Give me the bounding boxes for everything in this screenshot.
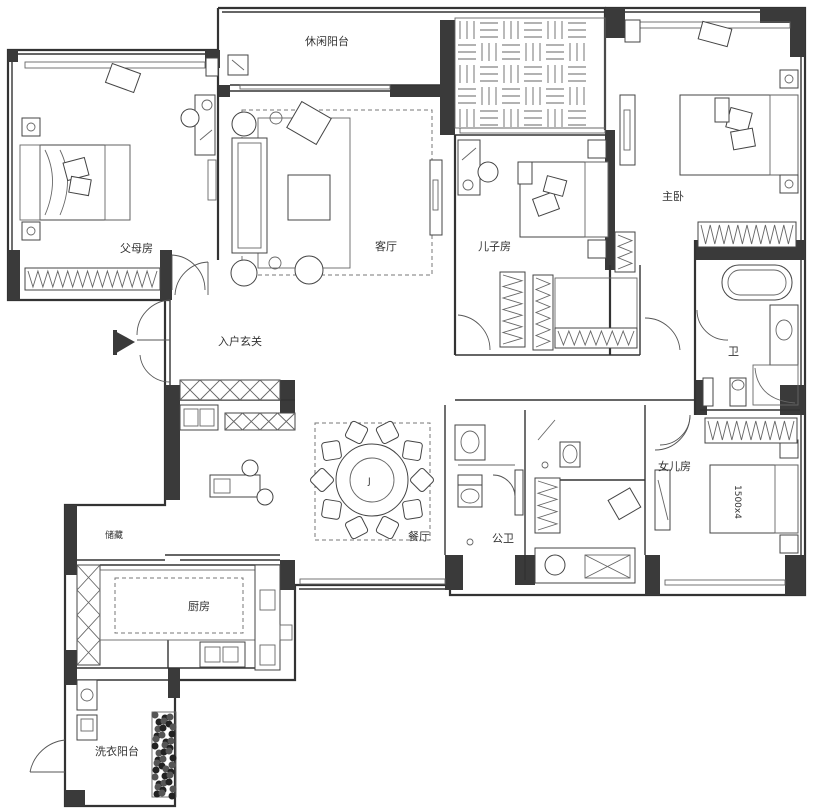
- entrance-arrow: [113, 330, 135, 355]
- kitchen-island: [209, 474, 261, 498]
- plant-leaf: [159, 755, 167, 763]
- master-bath: 卫: [696, 264, 799, 407]
- daughter-bed: [709, 464, 799, 534]
- kitchen: 厨房 储藏: [76, 529, 293, 671]
- middle-bath: [534, 414, 691, 584]
- label-storage: 储藏: [105, 529, 123, 541]
- plant-leaf: [169, 723, 177, 731]
- windows: [24, 21, 791, 586]
- label-leisure-balcony: 休闲阳台: [305, 34, 349, 48]
- label-kitchen: 厨房: [188, 600, 210, 613]
- entrance: 入户玄关: [113, 299, 262, 383]
- dining-chair: [402, 440, 423, 461]
- dining-chair: [375, 515, 400, 540]
- plant-leaf: [158, 789, 166, 797]
- label-daughter-room: 女儿房: [658, 459, 691, 473]
- daughter-bed-size: 1500x4: [732, 485, 742, 519]
- dining-chair: [321, 499, 342, 520]
- master-bedroom: 主卧: [619, 19, 799, 248]
- plant-leaf: [151, 742, 159, 750]
- plant-leaf: [165, 778, 173, 786]
- dining-chair: [410, 468, 434, 492]
- laundry-balcony: 洗衣阳台: [29, 679, 177, 800]
- dining-chair: [344, 515, 369, 540]
- label-living-room: 客厅: [375, 239, 397, 253]
- balcony-fixtures: [227, 54, 249, 76]
- plant-leaf: [152, 766, 160, 774]
- label-public-bath: 公卫: [492, 532, 514, 545]
- dining-chair: [375, 420, 400, 445]
- bathtub: [721, 264, 793, 301]
- label-master-bedroom: 主卧: [662, 190, 684, 203]
- label-master-bath: 卫: [728, 345, 739, 358]
- plant-leaf: [151, 773, 159, 781]
- plant-leaf: [152, 735, 160, 743]
- plant-leaf: [166, 771, 174, 779]
- label-laundry-balcony: 洗衣阳台: [95, 744, 139, 758]
- public-bath: 公卫: [454, 424, 524, 546]
- label-parents-room: 父母房: [120, 242, 153, 255]
- plant-leaf: [169, 785, 177, 793]
- dining-area: J 餐厅: [179, 379, 434, 543]
- plant-leaf: [168, 761, 176, 769]
- dining-chair: [310, 468, 334, 492]
- dining-chair: [321, 440, 342, 461]
- label-kids-room: 儿子房: [478, 240, 511, 253]
- parents-room: 父母房: [19, 57, 219, 291]
- dining-chair: [344, 420, 369, 445]
- plant-leaf: [165, 747, 173, 755]
- coffee-table: [287, 174, 331, 221]
- dining-table: [335, 443, 409, 517]
- daughter-room: 1500x4 女儿房: [654, 414, 799, 554]
- label-entrance-hall: 入户玄关: [218, 334, 262, 348]
- label-dining-room: 餐厅: [408, 529, 430, 543]
- plant-leaf: [159, 724, 167, 732]
- plant-leaf: [168, 792, 176, 800]
- sofa: [231, 137, 268, 254]
- plant-leaf: [167, 737, 175, 745]
- living-room: 客厅: [230, 100, 443, 287]
- misc-doors: [174, 261, 516, 498]
- plant-leaf: [169, 754, 177, 762]
- plant-leaf: [168, 730, 176, 738]
- plant-leaf: [158, 731, 166, 739]
- dining-mark: J: [367, 477, 371, 487]
- kids-room: 儿子房: [457, 139, 681, 351]
- plant-leaf: [166, 713, 174, 721]
- parquet-floor: [454, 17, 606, 129]
- plant-leaf: [151, 711, 159, 719]
- dining-chair: [402, 499, 423, 520]
- wall-blocks: [8, 8, 805, 806]
